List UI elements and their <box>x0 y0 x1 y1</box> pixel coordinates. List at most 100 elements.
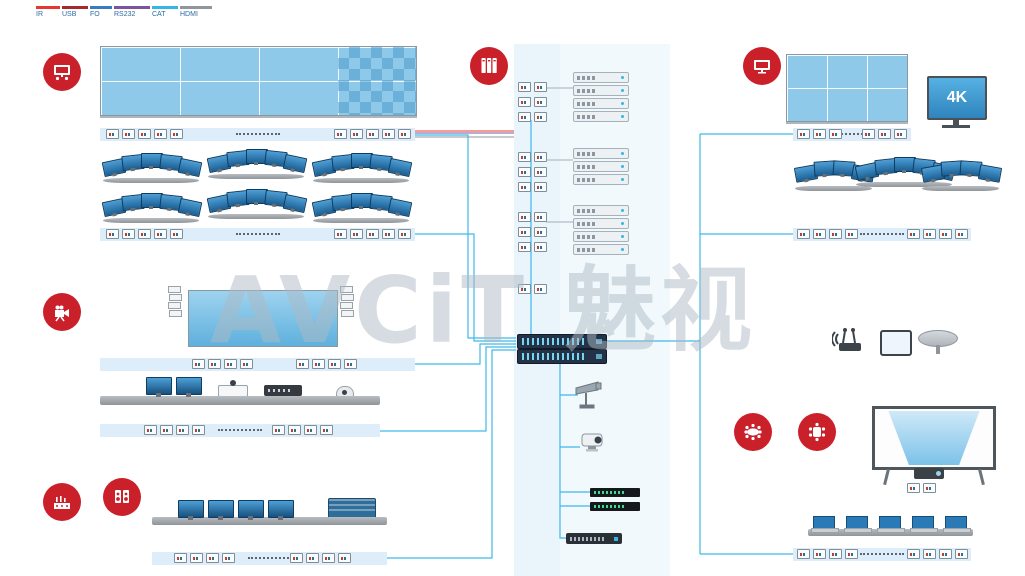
laptop <box>910 516 938 533</box>
line-array-speaker <box>340 302 353 309</box>
server-unit <box>573 218 629 229</box>
endpoint-device <box>222 553 235 563</box>
endpoint-device <box>170 229 183 239</box>
endpoint-device <box>106 129 119 139</box>
endpoint-device <box>288 425 301 435</box>
console-desk <box>103 218 199 223</box>
projector <box>914 468 944 479</box>
laptop <box>811 516 839 533</box>
endpoint-device <box>176 425 189 435</box>
console-group <box>206 148 308 182</box>
endpoint-device <box>923 229 936 239</box>
console-desk <box>313 178 409 183</box>
legend-label: HDMI <box>180 11 198 18</box>
endpoint-device <box>334 229 347 239</box>
rack-device <box>590 502 640 511</box>
endpoint-device <box>138 129 151 139</box>
dotted-connector <box>860 233 904 235</box>
projection-image <box>888 411 980 465</box>
server-unit <box>573 111 629 122</box>
console-desk <box>208 214 304 219</box>
encoder-box <box>518 212 531 222</box>
console-monitor <box>977 164 1003 183</box>
endpoint-device <box>350 229 363 239</box>
desktop-monitor <box>146 377 172 397</box>
dotted-connector <box>235 133 280 135</box>
endpoint-device <box>190 553 203 563</box>
server-unit <box>573 98 629 109</box>
stage-led-screen <box>188 290 338 347</box>
endpoint-device <box>813 229 826 239</box>
video-camera-icon <box>43 293 81 331</box>
endpoint-device <box>907 483 920 493</box>
rack-icon <box>470 47 508 85</box>
console-desk <box>922 186 999 191</box>
endpoint-device <box>290 553 303 563</box>
desktop-monitor <box>268 500 294 520</box>
endpoint-device <box>328 359 341 369</box>
endpoint-device <box>829 229 842 239</box>
legend-label: USB <box>62 11 77 18</box>
laptop <box>943 516 971 533</box>
endpoint-device <box>923 549 936 559</box>
round-table-icon <box>918 330 958 354</box>
desktop-monitor <box>178 500 204 520</box>
endpoint-device <box>813 129 826 139</box>
device-row <box>793 128 911 141</box>
dotted-connector <box>218 429 262 431</box>
legend-item: CAT <box>152 6 178 18</box>
endpoint-device <box>122 229 135 239</box>
encoder-box <box>534 167 547 177</box>
videowall-right <box>786 54 908 122</box>
desktop-monitor <box>176 377 202 397</box>
legend-item: FO <box>90 6 112 18</box>
endpoint-device <box>797 549 810 559</box>
operator-desk <box>152 517 387 525</box>
endpoint-device <box>312 359 325 369</box>
endpoint-device <box>829 549 842 559</box>
endpoint-device <box>845 229 858 239</box>
server-unit <box>573 161 629 172</box>
console-group <box>206 188 308 222</box>
legend-label: CAT <box>152 11 166 18</box>
projection-screen <box>872 406 996 470</box>
console-desk <box>313 218 409 223</box>
endpoint-device <box>797 129 810 139</box>
console-group <box>101 152 203 186</box>
desktop-monitor <box>208 500 234 520</box>
endpoint-device <box>106 229 119 239</box>
legend-item: USB <box>62 6 88 18</box>
console-desk <box>795 186 872 191</box>
console-desk <box>856 182 952 187</box>
wireless-antenna-icon <box>832 328 861 351</box>
cctv-camera-icon <box>575 381 602 409</box>
endpoint-device <box>296 359 309 369</box>
dotted-connector <box>235 233 280 235</box>
endpoint-device <box>797 229 810 239</box>
line-array-speaker <box>340 286 353 293</box>
device-row <box>793 548 971 561</box>
endpoint-device <box>122 129 135 139</box>
conference-table-icon <box>798 413 836 451</box>
server-unit <box>573 72 629 83</box>
endpoint-device <box>923 483 936 493</box>
encoder-box <box>518 284 531 294</box>
encoder-box <box>518 242 531 252</box>
encoder-box <box>534 112 547 122</box>
endpoint-device <box>955 549 968 559</box>
videowall-cart-icon <box>43 53 81 91</box>
endpoint-device <box>320 425 333 435</box>
endpoint-device <box>304 425 317 435</box>
ptz-camera-icon <box>581 433 603 452</box>
videowall-grid <box>787 55 907 121</box>
line-array-speaker <box>169 310 182 317</box>
server-unit <box>573 148 629 159</box>
endpoint-device <box>208 359 221 369</box>
legend-color-swatch <box>180 6 212 9</box>
4k-label: 4K <box>946 89 968 106</box>
videowall-test-pattern <box>338 47 416 115</box>
endpoint-device <box>160 425 173 435</box>
laptop <box>877 516 905 533</box>
encoder-box <box>518 167 531 177</box>
console-group <box>311 152 413 186</box>
